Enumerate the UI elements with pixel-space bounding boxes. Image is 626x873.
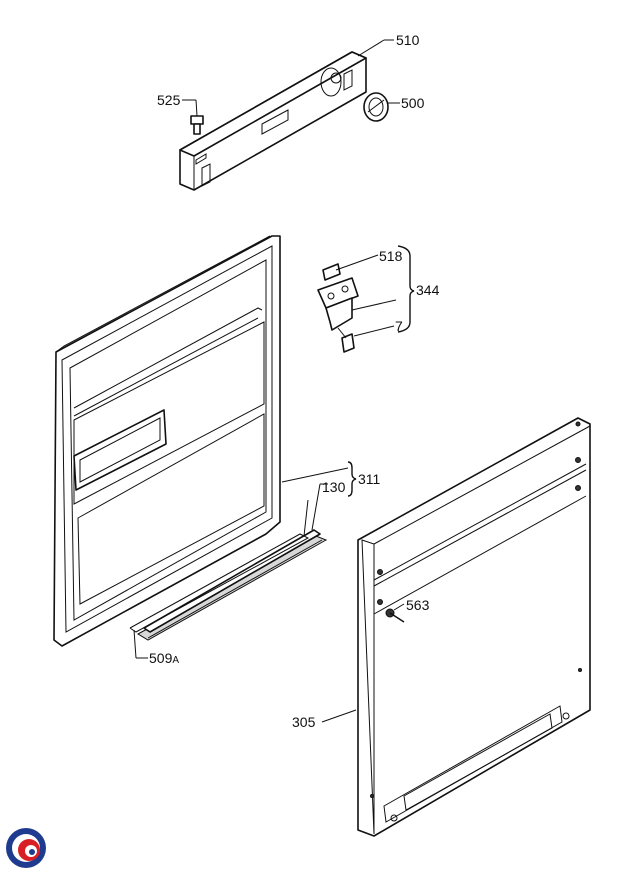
label-130: 130 — [322, 479, 346, 495]
label-7: 7 — [395, 318, 403, 334]
door-lock-assembly — [317, 263, 359, 353]
label-563: 563 — [406, 597, 430, 613]
label-510: 510 — [396, 32, 420, 48]
button-525 — [190, 115, 204, 135]
screw-563 — [385, 608, 405, 623]
label-311: 311 — [358, 471, 381, 487]
label-509-number: 509 — [149, 650, 173, 666]
outer-door-panel-305 — [357, 417, 591, 837]
label-305: 305 — [292, 714, 316, 730]
label-509: 509A — [149, 650, 179, 666]
knob-500 — [363, 92, 389, 122]
label-509-suffix: A — [172, 655, 179, 666]
label-500: 500 — [401, 95, 425, 111]
label-344: 344 — [416, 282, 440, 298]
control-panel-510 — [179, 51, 367, 191]
inner-door-panel — [53, 235, 281, 647]
label-518: 518 — [379, 248, 403, 264]
brand-swirl-logo — [6, 828, 46, 868]
label-525: 525 — [157, 92, 181, 108]
